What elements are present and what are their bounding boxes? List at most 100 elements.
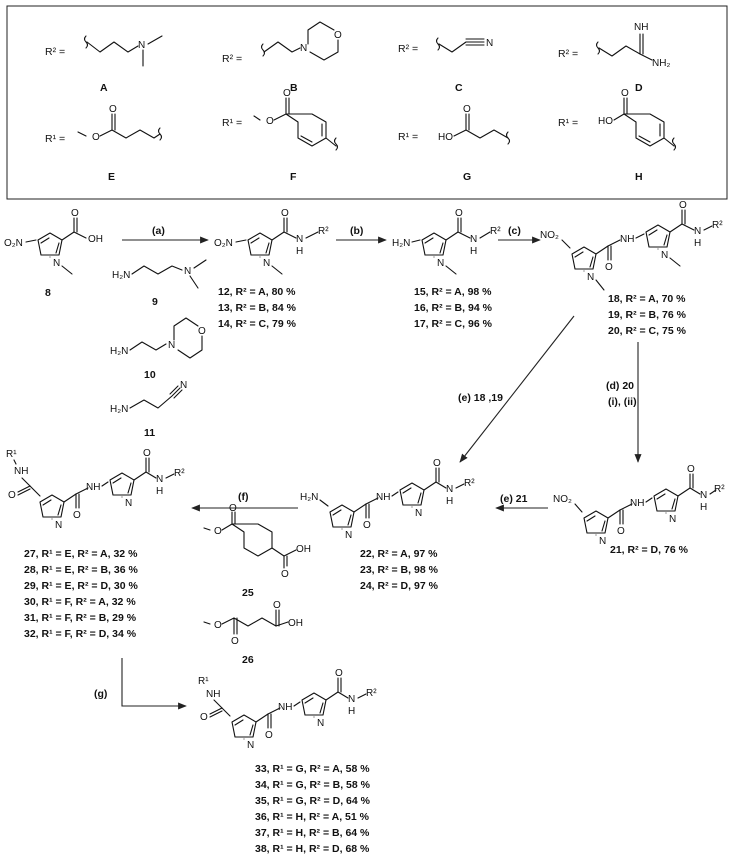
atom-o: O [281, 208, 289, 219]
atom-r1: R¹ [6, 449, 17, 460]
yield-24: 24, R² = D, 97 % [360, 580, 439, 592]
atom-h2n: H₂N [300, 492, 318, 503]
atom-n: N [138, 40, 145, 51]
atom-r2: R² [490, 226, 501, 237]
compound-label: 8 [45, 287, 51, 299]
yield-30: 30, R¹ = F, R² = A, 32 % [24, 596, 136, 608]
yield-38: 38, R¹ = H, R² = D, 68 % [255, 843, 370, 855]
atom-h2n: H₂N [392, 238, 410, 249]
compound-33-38: R¹ NH O O NH O N H R² N N [198, 668, 377, 751]
substituent-A: R² = N A [45, 35, 163, 94]
atom-nh2: NH₂ [652, 58, 670, 69]
compound-18-20: NO₂ O NH O N H R² N N [540, 200, 723, 291]
atom-o: O [8, 490, 16, 501]
yield-19: 19, R² = B, 76 % [608, 309, 687, 321]
step-d-label: (d) 20 [606, 380, 634, 392]
atom-n: N [587, 272, 594, 283]
r1-prefix: R¹ = [45, 133, 65, 145]
atom-h: H [348, 706, 355, 717]
atom-nh: NH [86, 482, 100, 493]
atom-no2: O₂N [214, 238, 233, 249]
atom-h: H [446, 496, 453, 507]
yield-27: 27, R¹ = E, R² = A, 32 % [24, 548, 138, 560]
atom-o: O [334, 30, 342, 41]
r2-prefix: R² = [558, 48, 578, 60]
atom-o: O [198, 326, 206, 337]
atom-h2n: H₂N [112, 270, 130, 281]
atom-o: O [266, 116, 274, 127]
yield-28: 28, R¹ = E, R² = B, 36 % [24, 564, 138, 576]
yield-14: 14, R² = C, 79 % [218, 318, 297, 330]
atom-o: O [273, 600, 281, 611]
yield-18: 18, R² = A, 70 % [608, 293, 686, 305]
substituent-key: E [108, 171, 115, 183]
atom-r1: R¹ [198, 676, 209, 687]
compound-label: 26 [242, 654, 254, 666]
atom-oh: OH [88, 234, 103, 245]
compound-8: O₂N O OH N 8 [4, 208, 103, 299]
atom-n: N [661, 250, 668, 261]
yield-36: 36, R¹ = H, R² = A, 51 % [255, 811, 370, 823]
atom-n: N [53, 258, 60, 269]
atom-r2: R² [366, 688, 377, 699]
step-e2-label: (e) 21 [500, 493, 528, 505]
atom-n: N [317, 718, 324, 729]
atom-o: O [605, 262, 613, 273]
atom-o: O [214, 620, 222, 631]
atom-o: O [214, 526, 222, 537]
r1-prefix: R¹ = [398, 131, 418, 143]
atom-nh: NH [206, 689, 220, 700]
yield-17: 17, R² = C, 96 % [414, 318, 493, 330]
reagent-11: H₂N N 11 [110, 380, 187, 439]
substituent-key: B [290, 82, 298, 94]
atom-o: O [363, 520, 371, 531]
yield-20: 20, R² = C, 75 % [608, 325, 687, 337]
r2-prefix: R² = [45, 46, 65, 58]
step-d-sublabel: (i), (ii) [608, 396, 637, 408]
atom-nh: NH [376, 492, 390, 503]
arrow-step-g [121, 658, 187, 710]
substituent-F: R¹ = O O F [222, 88, 339, 183]
step-g-label: (g) [94, 688, 107, 700]
atom-o: O [200, 712, 208, 723]
atom-h: H [694, 238, 701, 249]
compound-label: 10 [144, 369, 156, 381]
atom-oh: OH [288, 618, 303, 629]
step-c-label: (c) [508, 225, 521, 237]
atom-no2: NO₂ [540, 230, 559, 241]
atom-r2: R² [712, 220, 723, 231]
step-e1-label: (e) 18 ,19 [458, 392, 503, 404]
atom-n: N [470, 234, 477, 245]
atom-nh: NH [634, 22, 648, 33]
yield-22: 22, R² = A, 97 % [360, 548, 438, 560]
atom-n: N [348, 694, 355, 705]
substituent-E: R¹ = O O E [45, 104, 163, 183]
yield-15: 15, R² = A, 98 % [414, 286, 492, 298]
r1-prefix: R¹ = [222, 117, 242, 129]
yield-35: 35, R¹ = G, R² = D, 64 % [255, 795, 371, 807]
yield-23: 23, R² = B, 98 % [360, 564, 439, 576]
atom-o: O [281, 569, 289, 580]
yield-31: 31, R¹ = F, R² = B, 29 % [24, 612, 137, 624]
atom-o: O [109, 104, 117, 115]
compound-22-24: H₂N O NH O N H R² N N [300, 458, 475, 541]
yield-34: 34, R¹ = G, R² = B, 58 % [255, 779, 371, 791]
yield-33: 33, R¹ = G, R² = A, 58 % [255, 763, 370, 775]
atom-o: O [617, 526, 625, 537]
yield-13: 13, R² = B, 84 % [218, 302, 297, 314]
atom-n: N [156, 474, 163, 485]
atom-ho: HO [438, 132, 453, 143]
atom-n: N [55, 520, 62, 531]
step-f-label: (f) [238, 491, 249, 503]
substituent-key: F [290, 171, 297, 183]
atom-h: H [470, 246, 477, 257]
atom-n: N [296, 234, 303, 245]
atom-o: O [143, 448, 151, 459]
atom-n: N [345, 530, 352, 541]
yield-29: 29, R¹ = E, R² = D, 30 % [24, 580, 138, 592]
atom-n: N [168, 340, 175, 351]
atom-nh: NH [278, 702, 292, 713]
atom-ho: HO [598, 116, 613, 127]
atom-o: O [73, 510, 81, 521]
